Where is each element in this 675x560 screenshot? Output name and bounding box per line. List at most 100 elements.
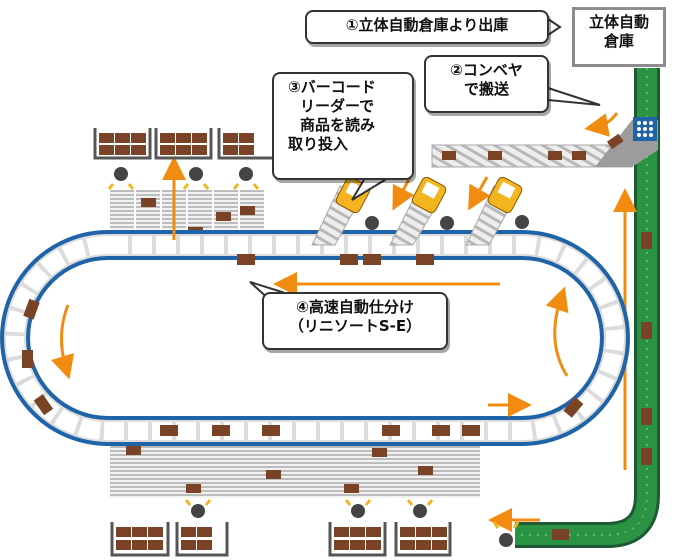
callout-2-line2: で搬送 (463, 80, 509, 98)
box-icon (239, 133, 254, 143)
box-icon (148, 540, 163, 550)
box-icon (197, 527, 212, 537)
box-icon (192, 145, 207, 155)
box-icon (418, 466, 433, 475)
box-icon (400, 527, 415, 537)
box-icon (132, 540, 147, 550)
box-icon (641, 232, 652, 249)
box-icon (160, 425, 178, 436)
box-icon (22, 350, 33, 368)
box-icon (563, 396, 584, 418)
callout-3-line3: 商品を読み (300, 116, 376, 134)
box-icon (131, 133, 146, 143)
worker-icon (107, 167, 135, 190)
box-icon (462, 425, 480, 436)
box-icon (641, 408, 652, 425)
callout-step-4: ④高速自動仕分け （リニソートS-E） (262, 292, 448, 350)
warehouse-label-line2: 倉庫 (603, 32, 634, 50)
callout-1-line1: ①立体自動倉庫より出庫 (345, 16, 509, 34)
worker-icon (344, 499, 372, 518)
box-icon (432, 527, 447, 537)
box-icon (606, 133, 624, 150)
box-icon (223, 133, 238, 143)
warehouse-conveyor (515, 68, 660, 548)
box-icon (488, 151, 502, 160)
box-icon (33, 394, 54, 416)
box-icon (416, 527, 431, 537)
box-icon (192, 133, 207, 143)
box-icon (216, 212, 231, 221)
box-icon (266, 470, 281, 479)
box-icon (572, 151, 586, 160)
flow-arrow-icon (584, 112, 619, 137)
box-icon (181, 527, 196, 537)
barcode-scanner-icon (487, 176, 523, 214)
worker-icon (182, 167, 210, 190)
box-icon (416, 254, 434, 265)
callout-4-line2: （リニソートS-E） (288, 317, 422, 335)
callout-4-line1: ④高速自動仕分け (296, 298, 414, 316)
box-icon (641, 448, 652, 465)
box-icon (99, 133, 114, 143)
flow-arrow-icon (468, 176, 491, 211)
box-icon (334, 540, 349, 550)
box-icon (432, 540, 447, 550)
box-icon (212, 425, 230, 436)
box-icon (99, 145, 114, 155)
box-icon (641, 322, 652, 339)
flow-arrow-icon (51, 304, 75, 380)
box-icon (116, 540, 131, 550)
box-icon (115, 145, 130, 155)
flow-arrow-icon (392, 176, 415, 211)
callout-step-2: ②コンベヤ で搬送 (424, 55, 549, 113)
worker-icon (492, 521, 520, 547)
box-icon (240, 206, 255, 215)
box-icon (176, 145, 191, 155)
box-icon (382, 425, 400, 436)
box-icon (442, 151, 456, 160)
box-icon (148, 527, 163, 537)
box-icon (340, 254, 358, 265)
worker-icon (406, 499, 434, 518)
box-icon (115, 133, 130, 143)
box-icon (363, 254, 381, 265)
box-icon (160, 145, 175, 155)
callout-2-line1: ②コンベヤ (450, 61, 523, 79)
callout-3-line2: リーダーで (300, 97, 375, 115)
warehouse-box: 立体自動 倉庫 (572, 7, 666, 67)
box-icon (239, 145, 254, 155)
box-icon (223, 145, 238, 155)
worker-icon (515, 215, 529, 229)
box-icon (344, 484, 359, 493)
box-icon (116, 527, 131, 537)
worker-icon (232, 167, 260, 190)
box-icon (432, 425, 450, 436)
box-icon (181, 540, 196, 550)
callout-3-line1: ③バーコード (288, 78, 376, 96)
upper-feed-conveyor (431, 117, 658, 168)
box-icon (262, 425, 280, 436)
box-icon (237, 254, 255, 265)
box-icon (366, 540, 381, 550)
top-carts (93, 128, 276, 190)
box-icon (126, 446, 141, 455)
box-icon (366, 527, 381, 537)
warehouse-label-line1: 立体自動 (588, 13, 649, 31)
box-icon (186, 484, 201, 493)
callout-3-line4: 取り投入 (288, 135, 349, 153)
flow-arrow-icon (545, 286, 569, 377)
box-icon (400, 540, 415, 550)
callout-step-1: ①立体自動倉庫より出庫 (305, 10, 549, 44)
box-icon (131, 145, 146, 155)
box-icon (350, 527, 365, 537)
worker-icon (184, 499, 212, 518)
box-icon (552, 529, 569, 540)
box-icon (334, 527, 349, 537)
box-icon (197, 540, 212, 550)
box-icon (141, 198, 156, 207)
box-icon (132, 527, 147, 537)
box-icon (160, 133, 175, 143)
box-icon (176, 133, 191, 143)
barcode-scanner-icon (411, 176, 447, 214)
conveyor-boxes (552, 232, 652, 540)
